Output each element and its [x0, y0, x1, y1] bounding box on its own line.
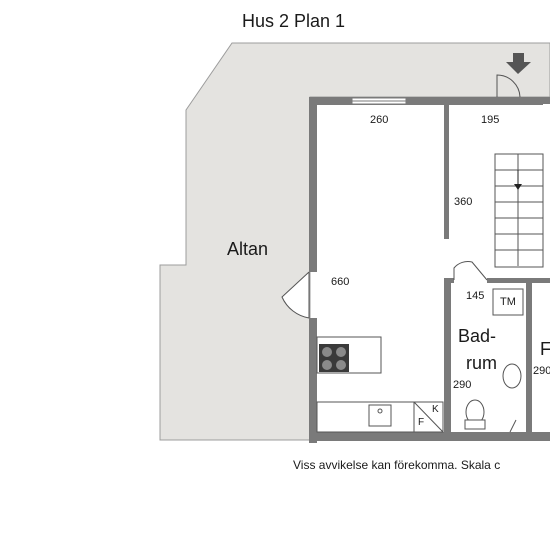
dim-living-width: 260 [370, 114, 389, 126]
stair-direction-arrow [514, 184, 522, 190]
laundry-machine [492, 288, 524, 316]
bath-sink [502, 363, 522, 389]
front-door-swing [496, 74, 521, 98]
footnote: Viss avvikelse kan förekomma. Skala c [293, 458, 501, 472]
wall-left-lower [309, 318, 317, 443]
stove-burner [322, 360, 332, 370]
bath-right-door [509, 419, 517, 433]
dim-hall-width: 195 [481, 114, 500, 126]
toilet-tank [464, 419, 486, 430]
wall-hall-divider [444, 105, 449, 239]
staircase [494, 153, 544, 268]
dim-bath-width: 145 [466, 290, 485, 302]
dim-living-height: 660 [331, 276, 350, 288]
wall-bath-left [444, 278, 451, 438]
stove-burner [336, 347, 346, 357]
dim-bath-height: 290 [453, 379, 472, 391]
room-label-altan: Altan [227, 239, 269, 259]
laundry-label: TM [500, 296, 516, 308]
wall-top [309, 97, 550, 105]
balcony-area [159, 42, 550, 441]
bath-door-swing [453, 261, 488, 281]
stove-burner [322, 347, 332, 357]
fridge-label: K [432, 404, 439, 415]
dim-stair-hall-height: 360 [454, 196, 473, 208]
plan-title: Hus 2 Plan 1 [242, 11, 346, 31]
wall-left-upper [309, 97, 317, 272]
wall-bath-top-right [487, 278, 550, 283]
window-right [543, 104, 550, 114]
entrance-arrow-head [506, 62, 531, 74]
balcony-door-swing [281, 271, 310, 319]
kitchen-sink [368, 404, 392, 427]
stove-burner [336, 360, 346, 370]
dim-right-room-height: 290 [533, 365, 550, 377]
room-label-partial: F [540, 339, 550, 359]
wall-bottom [309, 432, 550, 441]
room-label-bath-line2: rum [466, 353, 497, 373]
room-label-bath-line1: Bad- [458, 326, 497, 346]
wall-bath-right [526, 283, 532, 435]
entrance-arrow-stem [513, 53, 524, 63]
freezer-label: F [418, 417, 425, 428]
